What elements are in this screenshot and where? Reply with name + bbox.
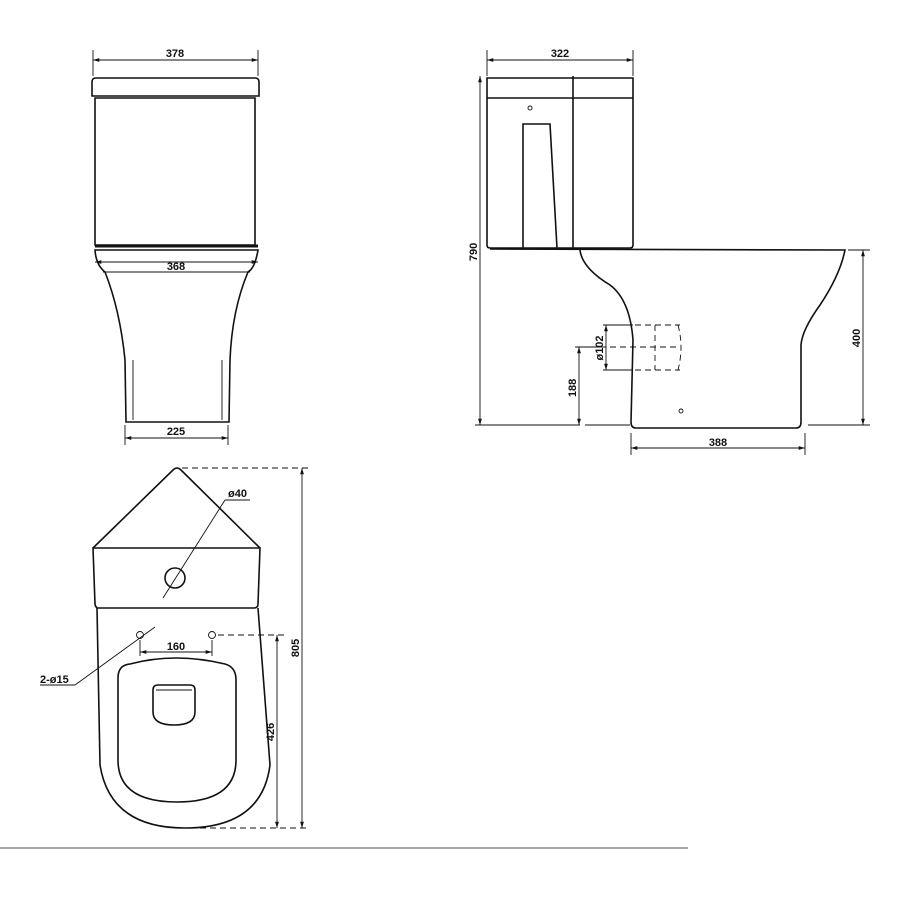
seat-hole-spacing-label: 160	[167, 641, 185, 653]
base-depth-label: 388	[709, 437, 727, 449]
bowl-height-label: 400	[851, 329, 863, 347]
total-height-label: 790	[468, 243, 480, 261]
tank-depth-label: 322	[551, 48, 569, 60]
holes-to-front-label: 426	[265, 723, 277, 741]
total-length-label: 805	[290, 639, 302, 657]
side-view: 322 790 400 188 ø102 388	[468, 48, 870, 455]
tank-width-label: 378	[166, 48, 184, 60]
seat-holes-label: 2-ø15	[40, 674, 69, 686]
flush-hole-label: ø40	[228, 488, 247, 500]
base-width-label: 225	[167, 426, 185, 438]
front-view: 378 368 225	[91, 48, 260, 445]
top-view: ø40 2-ø15 160 805 426	[40, 467, 308, 829]
outlet-diameter-label: ø102	[594, 335, 606, 360]
bowl-width-label: 368	[167, 261, 185, 273]
outlet-height-label: 188	[567, 379, 579, 397]
